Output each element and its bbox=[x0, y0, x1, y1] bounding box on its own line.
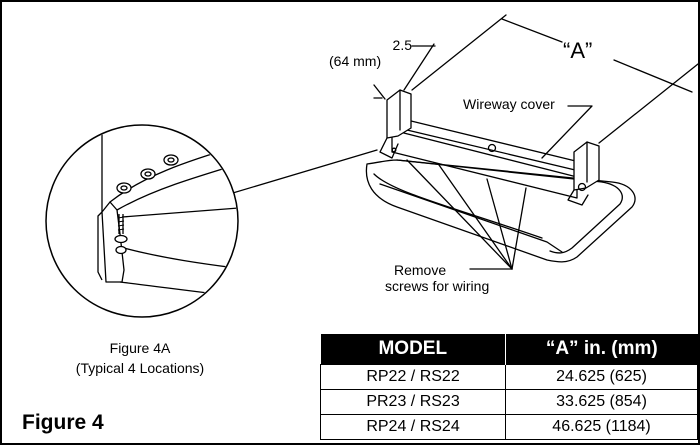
wireway-cover-label: Wireway cover bbox=[463, 96, 555, 112]
right-bracket-foot bbox=[567, 189, 589, 206]
cell-a-value: 33.625 (854) bbox=[505, 389, 698, 415]
figure-4a-title: Figure 4A bbox=[109, 340, 171, 356]
cell-a-value: 24.625 (625) bbox=[505, 364, 698, 390]
detail-nut-bottom bbox=[115, 245, 127, 255]
table-row: RP22 / RS22 24.625 (625) bbox=[319, 364, 698, 390]
remove-screws-label-2: screws for wiring bbox=[385, 278, 490, 294]
wireway-hole bbox=[487, 143, 497, 153]
cell-model: RP24 / RS24 bbox=[319, 414, 507, 440]
remove-screws-label-1: Remove bbox=[394, 262, 447, 278]
table-header-row: MODEL “A” in. (mm) bbox=[320, 334, 698, 365]
table-row: PR23 / RS23 33.625 (854) bbox=[319, 389, 698, 415]
heater-housing bbox=[365, 159, 636, 263]
housing-end-face bbox=[549, 181, 623, 254]
cell-model: RP22 / RS22 bbox=[319, 364, 507, 390]
header-a-dimension: “A” in. (mm) bbox=[505, 334, 698, 365]
detail-housing bbox=[121, 206, 237, 218]
detail-nut-1 bbox=[163, 154, 179, 166]
cell-a-value: 46.625 (1184) bbox=[505, 414, 698, 440]
housing-inner-top bbox=[396, 159, 603, 183]
dim-25-ext-left bbox=[373, 84, 386, 100]
header-model: MODEL bbox=[320, 334, 507, 365]
housing-reflector-line bbox=[373, 173, 543, 239]
dim-a-line-2 bbox=[613, 59, 693, 93]
detail-housing-3 bbox=[119, 281, 237, 299]
wireway-leader bbox=[541, 105, 593, 159]
dim-25-ext-right bbox=[403, 43, 435, 91]
dim-a-ext-left bbox=[411, 14, 507, 91]
figure-4a-subtitle: (Typical 4 Locations) bbox=[75, 360, 205, 376]
table-row: RP24 / RS24 46.625 (1184) bbox=[319, 414, 698, 440]
detail-washer bbox=[114, 234, 128, 244]
figure-4-title: Figure 4 bbox=[22, 411, 104, 434]
detail-bracket-rail bbox=[97, 211, 103, 281]
dim-mm-label: (64 mm) bbox=[329, 53, 382, 69]
remove-leader-1 bbox=[406, 159, 513, 270]
detail-circle bbox=[45, 124, 239, 318]
detail-nut-3 bbox=[116, 182, 132, 194]
dim-value-label: 2.5 bbox=[392, 37, 412, 53]
detail-leader bbox=[215, 149, 378, 199]
remove-leader-4 bbox=[511, 187, 527, 270]
dim-a-line-1 bbox=[501, 18, 563, 43]
remove-leader-3 bbox=[486, 178, 513, 270]
model-dimension-table: MODEL “A” in. (mm) RP22 / RS22 24.625 (6… bbox=[319, 334, 698, 440]
left-bracket bbox=[386, 89, 412, 139]
detail-contents bbox=[97, 132, 237, 299]
detail-nut-2 bbox=[140, 168, 156, 180]
remove-leader-2 bbox=[438, 164, 513, 270]
dim-a-label: “A” bbox=[563, 38, 593, 63]
dim-a-ext-right bbox=[598, 63, 699, 144]
cell-model: PR23 / RS23 bbox=[319, 389, 507, 415]
